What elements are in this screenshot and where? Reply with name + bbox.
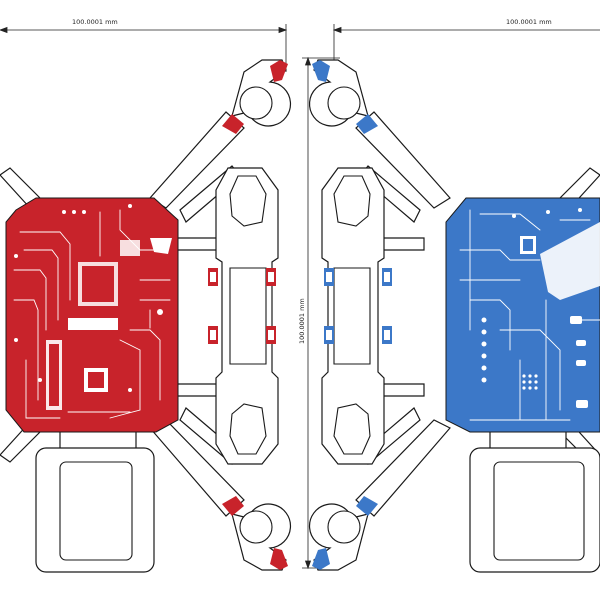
right-battery-frame	[469, 429, 600, 573]
right-via-grid	[522, 374, 538, 390]
right-motor-mount-top	[308, 59, 378, 134]
left-center-frame	[208, 167, 279, 465]
right-height-dimension-label: 100.0001 mm	[298, 298, 306, 344]
right-main-board	[445, 197, 600, 433]
right-motor-mount-bottom	[308, 496, 378, 571]
left-motor-mount-bottom	[222, 496, 292, 571]
right-center-frame	[321, 167, 392, 465]
right-bottom-arm-pad	[356, 496, 378, 516]
right-top-ring-pad	[312, 60, 330, 82]
right-width-dimension	[332, 24, 600, 72]
right-board: 100.0001 mm 100.0001 mm	[298, 18, 600, 573]
left-motor-mount-top	[222, 59, 292, 134]
left-bottom-ring-pad	[270, 548, 288, 570]
left-main-board	[5, 197, 179, 433]
left-width-dimension-label: 100.0001 mm	[72, 18, 118, 26]
left-bottom-arm-pad	[222, 496, 244, 516]
left-width-dimension	[0, 24, 288, 72]
right-bottom-ring-pad	[312, 548, 330, 570]
right-width-dimension-label: 100.0001 mm	[506, 18, 552, 26]
left-top-ring-pad	[270, 60, 288, 82]
right-top-arm-pad	[356, 114, 378, 134]
left-board: 100.0001 mm	[0, 18, 292, 573]
left-battery-frame	[35, 429, 155, 573]
left-top-arm-pad	[222, 114, 244, 134]
